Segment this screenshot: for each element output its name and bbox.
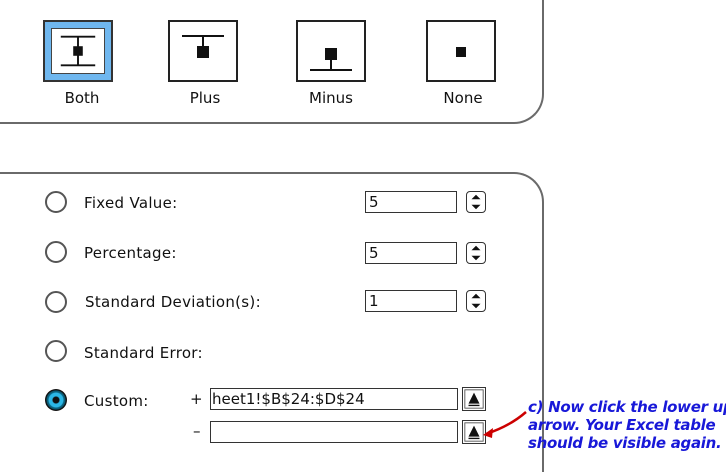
standard-error-label: Standard Error: <box>84 344 203 362</box>
radio-standard-deviation[interactable] <box>45 291 67 313</box>
percentage-input[interactable]: 5 <box>365 242 457 264</box>
direction-plus-button[interactable] <box>168 20 238 82</box>
direction-plus-label: Plus <box>189 89 221 107</box>
direction-none-button[interactable] <box>426 20 496 82</box>
annotation-line-1: c) Now click the lower up <box>528 398 726 416</box>
annotation-line-2: arrow. Your Excel table <box>528 416 716 434</box>
custom-minus-collapse-button[interactable] <box>462 420 486 444</box>
direction-both-label: Both <box>64 89 100 107</box>
fixed-value-input[interactable]: 5 <box>365 191 457 213</box>
radio-standard-error[interactable] <box>45 340 67 362</box>
plus-sign-label: + <box>190 390 203 408</box>
custom-plus-collapse-button[interactable] <box>462 387 486 411</box>
stepper-arrows-icon <box>471 194 481 210</box>
custom-plus-range-input[interactable]: heet1!$B$24:$D$24 <box>210 388 458 410</box>
radio-fixed-value[interactable] <box>45 191 67 213</box>
standard-deviation-label: Standard Deviation(s): <box>85 293 261 311</box>
annotation-line-3: should be visible again. <box>528 434 722 452</box>
direction-both-button[interactable] <box>43 20 113 82</box>
error-bar-minus-icon <box>298 22 364 80</box>
annotation-arrow-icon <box>483 411 527 438</box>
tutorial-annotation: c) Now click the lower up arrow. Your Ex… <box>528 398 726 452</box>
stepper-arrows-icon <box>471 245 481 261</box>
percentage-label: Percentage: <box>84 244 177 262</box>
up-arrow-icon <box>464 389 484 409</box>
standard-deviation-stepper[interactable] <box>466 290 486 312</box>
error-bar-plus-icon <box>170 22 236 80</box>
stepper-arrows-icon <box>471 293 481 309</box>
direction-none-label: None <box>443 89 483 107</box>
error-bar-both-icon <box>51 28 105 74</box>
custom-label: Custom: <box>84 392 149 410</box>
error-bar-none-icon <box>428 22 494 80</box>
custom-minus-range-input[interactable] <box>210 421 458 443</box>
radio-percentage[interactable] <box>45 241 67 263</box>
standard-deviation-input[interactable]: 1 <box>365 290 457 312</box>
fixed-value-stepper[interactable] <box>466 191 486 213</box>
minus-sign-label: – <box>193 422 201 440</box>
direction-minus-label: Minus <box>309 89 353 107</box>
fixed-value-label: Fixed Value: <box>84 194 178 212</box>
percentage-stepper[interactable] <box>466 242 486 264</box>
radio-custom[interactable] <box>45 389 67 411</box>
direction-minus-button[interactable] <box>296 20 366 82</box>
up-arrow-icon <box>464 422 484 442</box>
